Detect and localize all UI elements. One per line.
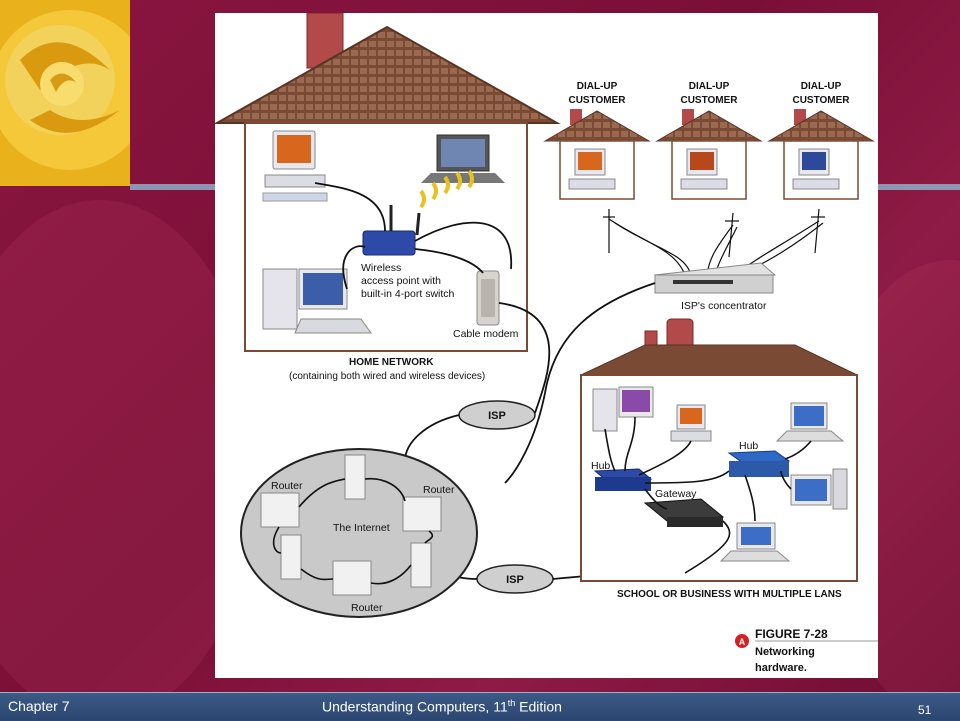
figure-caption-line2: hardware.: [755, 662, 807, 674]
figure-caption: A FIGURE 7-28 Networking hardware.: [735, 627, 878, 674]
dialup-label-bottom: CUSTOMER: [792, 95, 850, 106]
hub-right: [727, 450, 791, 477]
home-tower-computer: [262, 268, 372, 334]
home-desktop-computer: [262, 130, 328, 202]
internet-label: The Internet: [333, 522, 390, 534]
home-network-title: HOME NETWORK: [349, 357, 434, 368]
rose-photo: [0, 0, 130, 186]
isp-top: ISP: [458, 400, 536, 430]
dialup-label-bottom: CUSTOMER: [680, 95, 738, 106]
home-cables: [314, 182, 512, 290]
router-label-right: Router: [423, 484, 455, 496]
wireless-label-line1: Wireless: [361, 262, 401, 274]
hub-label-right: Hub: [739, 440, 758, 452]
home-roof: [215, 25, 561, 124]
page-number: 51: [918, 703, 932, 717]
cable-modem: [476, 270, 500, 326]
dialup-label-top: DIAL-UP: [689, 81, 730, 92]
network-diagram: Wireless access point with built-in 4-po…: [215, 13, 878, 674]
isp-label: ISP: [488, 410, 506, 422]
school-building: [580, 318, 858, 582]
dialup-house-1: DIAL-UP CUSTOMER: [543, 81, 651, 200]
concentrator-label: ISP's concentrator: [681, 300, 767, 312]
wireless-signal-icon: [419, 169, 474, 209]
book-title-main: Understanding Computers, 11: [322, 698, 508, 715]
home-laptop: [421, 134, 505, 183]
isp-concentrator: [653, 262, 777, 294]
book-title: Understanding Computers, 11th Edition: [322, 698, 562, 715]
gateway-device: [643, 498, 725, 527]
router-label-bottom: Router: [351, 602, 383, 614]
chapter-label: Chapter 7: [8, 698, 70, 714]
hub-label-left: Hub: [591, 460, 610, 472]
cable-modem-label: Cable modem: [453, 328, 519, 340]
book-title-end: Edition: [515, 698, 562, 715]
hub-left: [593, 468, 653, 491]
isp-label: ISP: [506, 574, 524, 586]
slide-footer: Chapter 7 Understanding Computers, 11th …: [0, 692, 960, 721]
school-cables: [604, 416, 812, 574]
internet-routers: [260, 454, 442, 596]
networking-hardware-figure: Wireless access point with built-in 4-po…: [215, 13, 878, 678]
internet-cloud: Router Router Router The Internet: [240, 448, 478, 618]
dialup-label-top: DIAL-UP: [801, 81, 842, 92]
dialup-house-3: DIAL-UP CUSTOMER: [767, 81, 875, 200]
dialup-label-bottom: CUSTOMER: [568, 95, 626, 106]
wireless-label-line2: access point with: [361, 275, 441, 287]
isp-bottom: ISP: [476, 564, 554, 594]
internet-links: [272, 477, 434, 585]
school-title: SCHOOL OR BUSINESS WITH MULTIPLE LANS: [617, 589, 842, 600]
gateway-label: Gateway: [655, 488, 697, 500]
figure-number: FIGURE 7-28: [755, 627, 828, 641]
figure-caption-line1: Networking: [755, 646, 815, 658]
router-label-left: Router: [271, 480, 303, 492]
figure-marker-icon: [735, 634, 749, 648]
school-devices: [592, 386, 848, 562]
dialup-house-2: DIAL-UP CUSTOMER: [655, 81, 763, 200]
home-network-subtitle: (containing both wired and wireless devi…: [289, 371, 485, 382]
figure-marker-letter: A: [739, 637, 746, 647]
wireless-label-line3: built-in 4-port switch: [361, 288, 455, 300]
dialup-label-top: DIAL-UP: [577, 81, 618, 92]
wireless-access-point: [362, 205, 421, 256]
book-title-sup: th: [507, 698, 516, 708]
phone-lines: [603, 208, 825, 276]
